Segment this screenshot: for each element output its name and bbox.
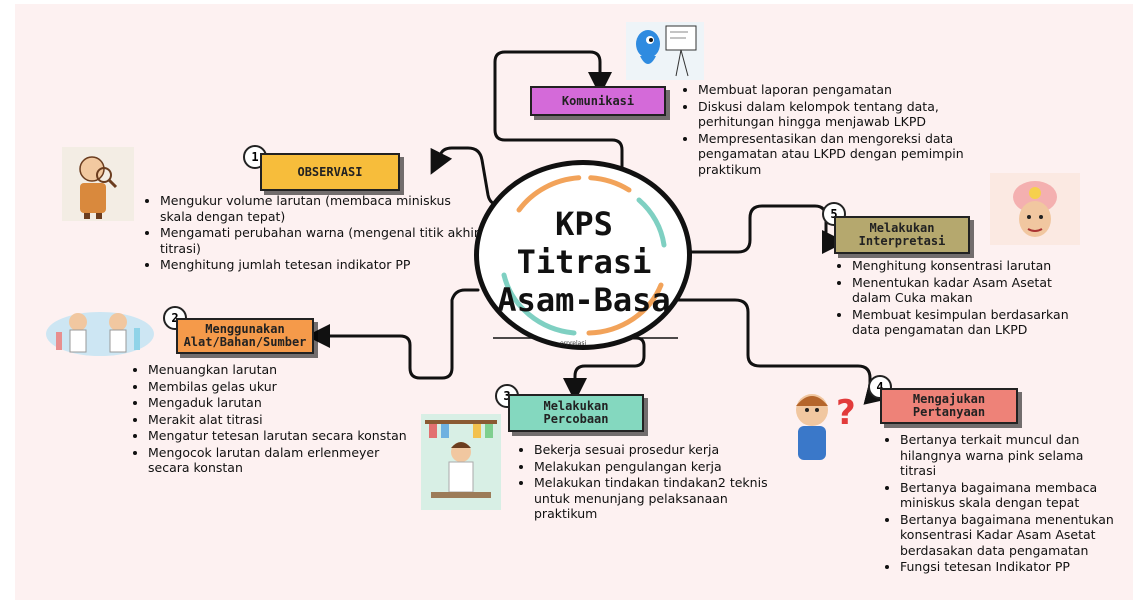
list-item: Melakukan pengulangan kerja — [534, 459, 784, 475]
list-item: Mempresentasikan dan mengoreksi data pen… — [698, 131, 988, 178]
lab-students-illustration — [44, 302, 156, 358]
list-item: Mengaduk larutan — [148, 395, 418, 411]
link-komunikasi — [493, 50, 624, 170]
central-hub — [474, 160, 692, 350]
interpretasi-list: Menghitung konsentrasi larutan Menentuka… — [836, 258, 1092, 339]
list-item: Bekerja sesuai prosedur kerja — [534, 442, 784, 458]
list-item: Diskusi dalam kelompok tentang data, per… — [698, 99, 988, 130]
list-item: Mengatur tetesan larutan secara konstan — [148, 428, 418, 444]
list-item: Bertanya terkait muncul dan hilangnya wa… — [900, 432, 1116, 479]
scientist-magnifier-illustration — [62, 147, 134, 221]
list-item: Bertanya bagaimana membaca miniskus skal… — [900, 480, 1116, 511]
hub-title-line1: KPS Titrasi — [516, 205, 652, 281]
link-alat — [306, 288, 480, 380]
list-item: Mengocok larutan dalam erlenmeyer secara… — [148, 445, 418, 476]
hub-title-line2: Asam-Basa — [497, 281, 671, 319]
list-item: Merakit alat titrasi — [148, 412, 418, 428]
link-interpretasi — [686, 204, 846, 254]
node-interpretasi: Melakukan Interpretasi — [834, 216, 970, 254]
percobaan-list: Bekerja sesuai prosedur kerja Melakukan … — [518, 442, 784, 523]
node-komunikasi: Komunikasi — [530, 86, 666, 116]
list-item: Membuat laporan pengamatan — [698, 82, 988, 98]
lab-scientist-illustration — [421, 414, 501, 510]
list-item: Menuangkan larutan — [148, 362, 418, 378]
node-percobaan: Melakukan Percobaan — [508, 394, 644, 432]
svg-text:?: ? — [836, 393, 856, 433]
presenter-illustration — [626, 22, 704, 80]
list-item: Fungsi tetesan Indikator PP — [900, 559, 1116, 575]
list-item: Membuat kesimpulan berdasarkan data peng… — [852, 307, 1092, 338]
alat-list: Menuangkan larutan Membilas gelas ukur M… — [132, 362, 418, 477]
list-item: Melakukan tindakan tindakan2 teknis untu… — [534, 475, 784, 522]
komunikasi-list: Membuat laporan pengamatan Diskusi dalam… — [682, 82, 988, 178]
list-item: Bertanya bagaimana menentukan konsentras… — [900, 512, 1116, 559]
list-item: Menghitung konsentrasi larutan — [852, 258, 1092, 274]
node-alat-bahan-sumber: Menggunakan Alat/Bahan/Sumber — [176, 318, 314, 354]
node-observasi: OBSERVASI — [260, 153, 400, 191]
link-percobaan — [563, 336, 646, 402]
node-pertanyaan: Mengajukan Pertanyaan — [880, 388, 1018, 424]
list-item: Membilas gelas ukur — [148, 379, 418, 395]
pertanyaan-list: Bertanya terkait muncul dan hilangnya wa… — [884, 432, 1116, 576]
list-item: Menentukan kadar Asam Asetat dalam Cuka … — [852, 275, 1092, 306]
hub-title: KPS Titrasi Asam-Basa — [480, 205, 688, 319]
hub-ring-decoration — [501, 175, 667, 336]
thinking-brain-illustration — [990, 173, 1080, 245]
hub-subtext: erprelasi — [560, 340, 587, 347]
list-item: Mengukur volume larutan (membaca minisku… — [160, 193, 480, 224]
confused-boy-illustration: ? — [778, 380, 868, 466]
observasi-list: Mengukur volume larutan (membaca minisku… — [144, 193, 480, 274]
list-item: Mengamati perubahan warna (mengenal titi… — [160, 225, 480, 256]
list-item: Menghitung jumlah tetesan indikator PP — [160, 257, 480, 273]
